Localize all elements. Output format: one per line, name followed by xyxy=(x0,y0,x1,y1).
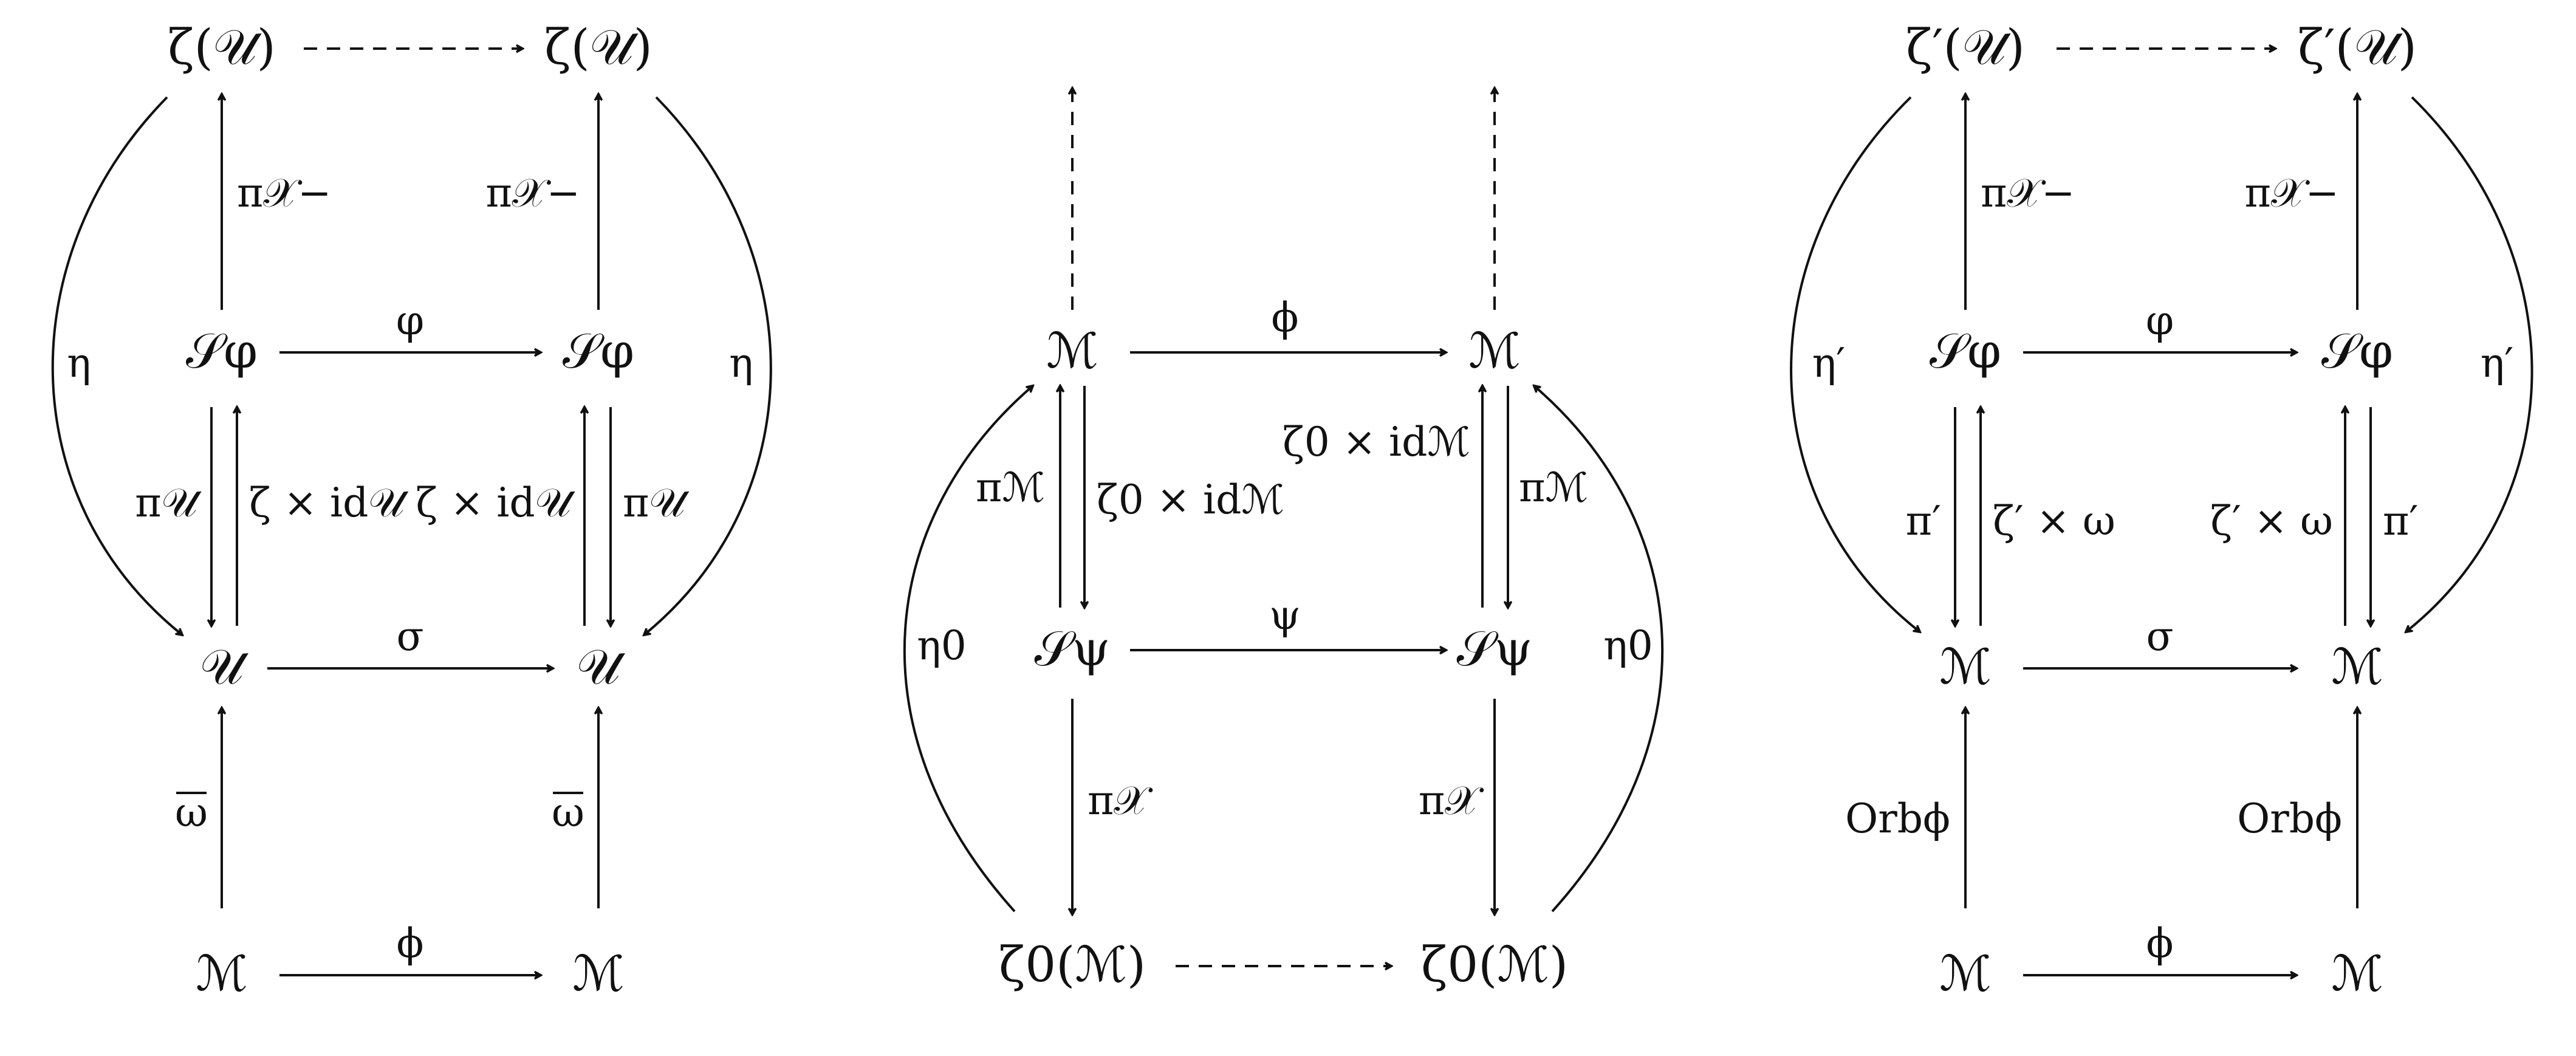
arrow-eta0-left xyxy=(903,386,1033,913)
label-omega-left: ω xyxy=(175,789,208,836)
label-zeta-id-left: ζ × id𝒰 xyxy=(249,479,409,526)
node-zeta0-m-left: ζ0(ℳ) xyxy=(999,936,1146,993)
node-s-psi-right: 𝒮ψ xyxy=(1457,620,1533,677)
label-pi-x-right: π𝒳 xyxy=(1419,777,1484,824)
label-orb-left: Orbϕ xyxy=(1845,795,1950,842)
label-pi-x-left: π𝒳 xyxy=(1088,777,1153,824)
diagram-1-arrows xyxy=(51,49,772,975)
label-etap-right: η′ xyxy=(2481,340,2514,386)
label-etap-left: η′ xyxy=(1812,340,1846,386)
label-pip-right: π′ xyxy=(2383,498,2418,544)
label-zeta0-id-right: ζ0 × idℳ xyxy=(1283,419,1470,465)
arrow-etap-left xyxy=(1790,96,1920,632)
node-m-mid-right: ℳ xyxy=(2331,639,2383,695)
diagram-2-arrows xyxy=(903,88,1664,966)
node-m-bot-left: ℳ xyxy=(1939,945,1992,1002)
diagram-3-text: ζ′(𝒰) ζ′(𝒰) 𝒮φ 𝒮φ ℳ ℳ ℳ ℳ φ σ ϕ π𝒳− π𝒳− … xyxy=(1812,19,2514,1002)
label-pi-u-left: π𝒰 xyxy=(135,479,202,526)
label-eta-right: η xyxy=(729,340,753,386)
label-phi: ϕ xyxy=(1272,294,1299,341)
node-zeta0-m-right: ζ0(ℳ) xyxy=(1421,936,1568,993)
label-zeta-id-right: ζ × id𝒰 xyxy=(416,479,575,526)
diagram-2-text: ℳ ℳ 𝒮ψ 𝒮ψ ζ0(ℳ) ζ0(ℳ) ϕ ψ ζ0 × idℳ ζ0 × … xyxy=(917,294,1653,993)
arrow-etap-right xyxy=(2406,96,2533,632)
label-pi-x-left: π𝒳− xyxy=(1981,170,2075,216)
node-s-psi-left: 𝒮ψ xyxy=(1035,620,1111,677)
label-sigma: σ xyxy=(396,613,423,660)
label-zetap-omega-left: ζ′ × ω xyxy=(1993,498,2115,544)
label-pi-u-right: π𝒰 xyxy=(623,479,690,526)
node-m-mid-left: ℳ xyxy=(1939,639,1992,695)
label-eta0-left: η0 xyxy=(917,622,967,669)
label-orb-right: Orbϕ xyxy=(2237,795,2342,842)
node-zetap-u-left: ζ′(𝒰) xyxy=(1906,19,2025,75)
label-omega-right: ω xyxy=(552,789,584,836)
node-m-right: ℳ xyxy=(1468,323,1521,379)
label-psi: ψ xyxy=(1269,592,1301,639)
node-m-right: ℳ xyxy=(572,945,625,1002)
label-zeta0-id-left: ζ0 × idℳ xyxy=(1097,476,1284,523)
label-pi-x-left: π𝒳− xyxy=(237,170,331,216)
node-zeta-u-right: ζ(𝒰) xyxy=(544,19,653,75)
node-s-phi-left: 𝒮φ xyxy=(1930,323,2001,379)
node-zeta-u-left: ζ(𝒰) xyxy=(168,19,276,75)
label-pi-x-right: π𝒳− xyxy=(2245,170,2339,216)
label-pi-m-right: πℳ xyxy=(1519,464,1588,511)
node-zetap-u-right: ζ′(𝒰) xyxy=(2298,19,2417,75)
node-m-left: ℳ xyxy=(1046,323,1098,379)
node-u-left: 𝒰 xyxy=(200,639,249,695)
label-varphi: φ xyxy=(396,297,424,344)
label-eta0-right: η0 xyxy=(1603,622,1653,669)
node-u-right: 𝒰 xyxy=(577,639,626,695)
node-s-phi-right: 𝒮φ xyxy=(563,323,634,379)
node-m-left: ℳ xyxy=(196,945,248,1002)
node-s-phi-right: 𝒮φ xyxy=(2321,323,2393,379)
diagram-3-arrows xyxy=(1790,49,2533,975)
diagram-1-text: ζ(𝒰) ζ(𝒰) 𝒮φ 𝒮φ 𝒰 𝒰 ℳ ℳ φ σ ϕ π𝒳− π𝒳− η … xyxy=(67,19,753,1002)
label-varphi: φ xyxy=(2146,297,2174,344)
node-m-bot-right: ℳ xyxy=(2331,945,2383,1002)
arrow-eta-right xyxy=(644,96,772,635)
label-pip-left: π′ xyxy=(1906,498,1941,544)
label-phi: ϕ xyxy=(2146,920,2174,967)
label-phi: ϕ xyxy=(397,920,424,967)
label-pi-m-left: πℳ xyxy=(976,464,1045,511)
node-s-phi-left: 𝒮φ xyxy=(186,323,258,379)
label-eta-left: η xyxy=(67,340,91,386)
arrow-eta-left xyxy=(51,96,182,635)
arrow-eta0-right xyxy=(1534,386,1664,913)
label-pi-x-right: π𝒳− xyxy=(486,170,580,216)
label-sigma: σ xyxy=(2146,613,2173,660)
label-zetap-omega-right: ζ′ × ω xyxy=(2210,498,2333,544)
